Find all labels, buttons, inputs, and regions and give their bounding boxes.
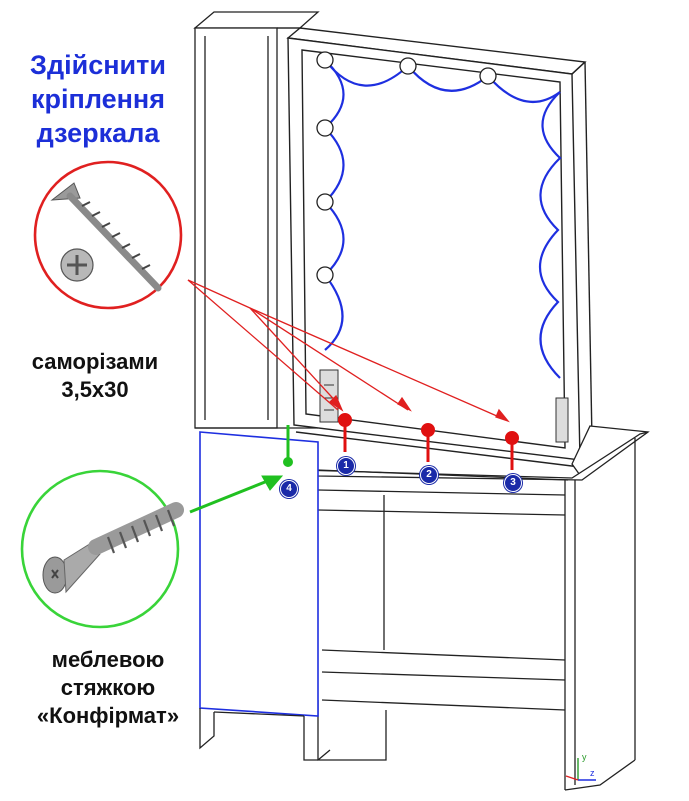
screw-caption-line-1: саморізами [31,349,159,374]
screw-caption-line-2: 3,5х30 [61,377,129,402]
axis-y-label: y [582,752,587,762]
screw-arrows [187,279,510,423]
confirmat-arrow [189,475,284,514]
instruction-title: Здійснити кріплення дзеркала [8,48,188,150]
marker-badge-2: 2 [420,466,438,484]
table-body [317,438,636,791]
marker-pin-green [283,425,293,467]
confirmat-caption-line-3: «Конфірмат» [36,703,180,728]
marker-pins-red [338,413,519,470]
marker-badge-3: 3 [504,474,522,492]
axis-indicator: y z [565,752,596,781]
left-cabinet [199,431,319,717]
confirmat-caption-line-1: меблевою [51,647,165,672]
confirmat-illustration [20,469,184,629]
left-cabinet-base [199,708,318,761]
title-line-1: Здійснити [30,50,166,80]
screw-head-icon [60,248,94,282]
axis-z-label: z [590,768,595,778]
mirror-frame [286,27,593,469]
title-line-2: кріплення [31,84,165,114]
screw-caption: саморізами 3,5х30 [10,348,180,404]
table-top [299,425,650,481]
mirror-brackets [319,369,569,443]
screw-illustration [33,160,183,310]
confirmat-caption: меблевою стяжкою «Конфірмат» [8,646,208,730]
confirmat-caption-line-2: стяжкою [60,675,156,700]
marker-badge-1: 1 [337,457,355,475]
confirmat-screw-icon [42,502,184,594]
title-line-3: дзеркала [36,118,160,148]
side-column [193,11,320,429]
screw-icon [50,182,162,292]
marker-badge-4: 4 [280,480,298,498]
mirror-bulbs [316,51,497,284]
